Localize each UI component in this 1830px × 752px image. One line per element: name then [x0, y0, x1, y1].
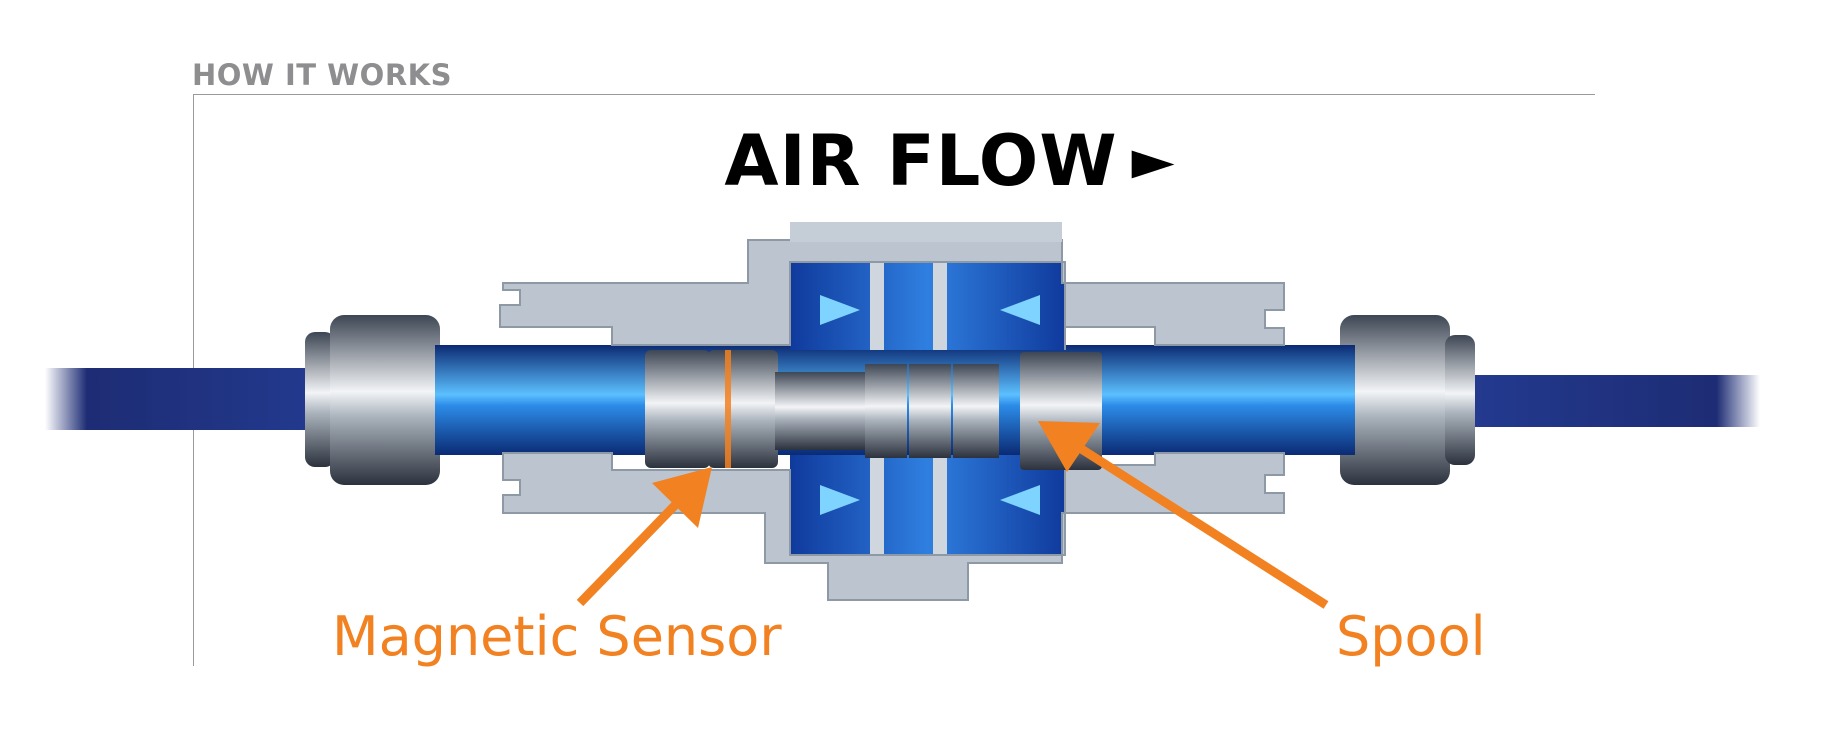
sensor-band — [725, 350, 731, 468]
housing-top-cap — [790, 222, 1062, 242]
spool-arrow — [1038, 421, 1329, 609]
fitting-left — [305, 315, 440, 485]
fitting-right — [1340, 315, 1475, 485]
housing-body — [499, 239, 1285, 350]
pipe-left — [45, 368, 325, 430]
magnetic-sensor-label: Magnetic Sensor — [332, 605, 782, 668]
pipe-right — [1470, 375, 1760, 427]
diagram-title: AIR FLOW► — [700, 120, 1200, 202]
spool-assembly — [645, 350, 1102, 470]
title-text: AIR FLOW — [724, 120, 1118, 202]
section-kicker: HOW IT WORKS — [192, 58, 453, 92]
sensor-arrow — [576, 467, 712, 607]
spool-label: Spool — [1336, 605, 1486, 668]
play-arrow-icon: ► — [1131, 128, 1176, 193]
header-divider — [193, 94, 1595, 95]
flow-chambers — [790, 262, 1065, 555]
